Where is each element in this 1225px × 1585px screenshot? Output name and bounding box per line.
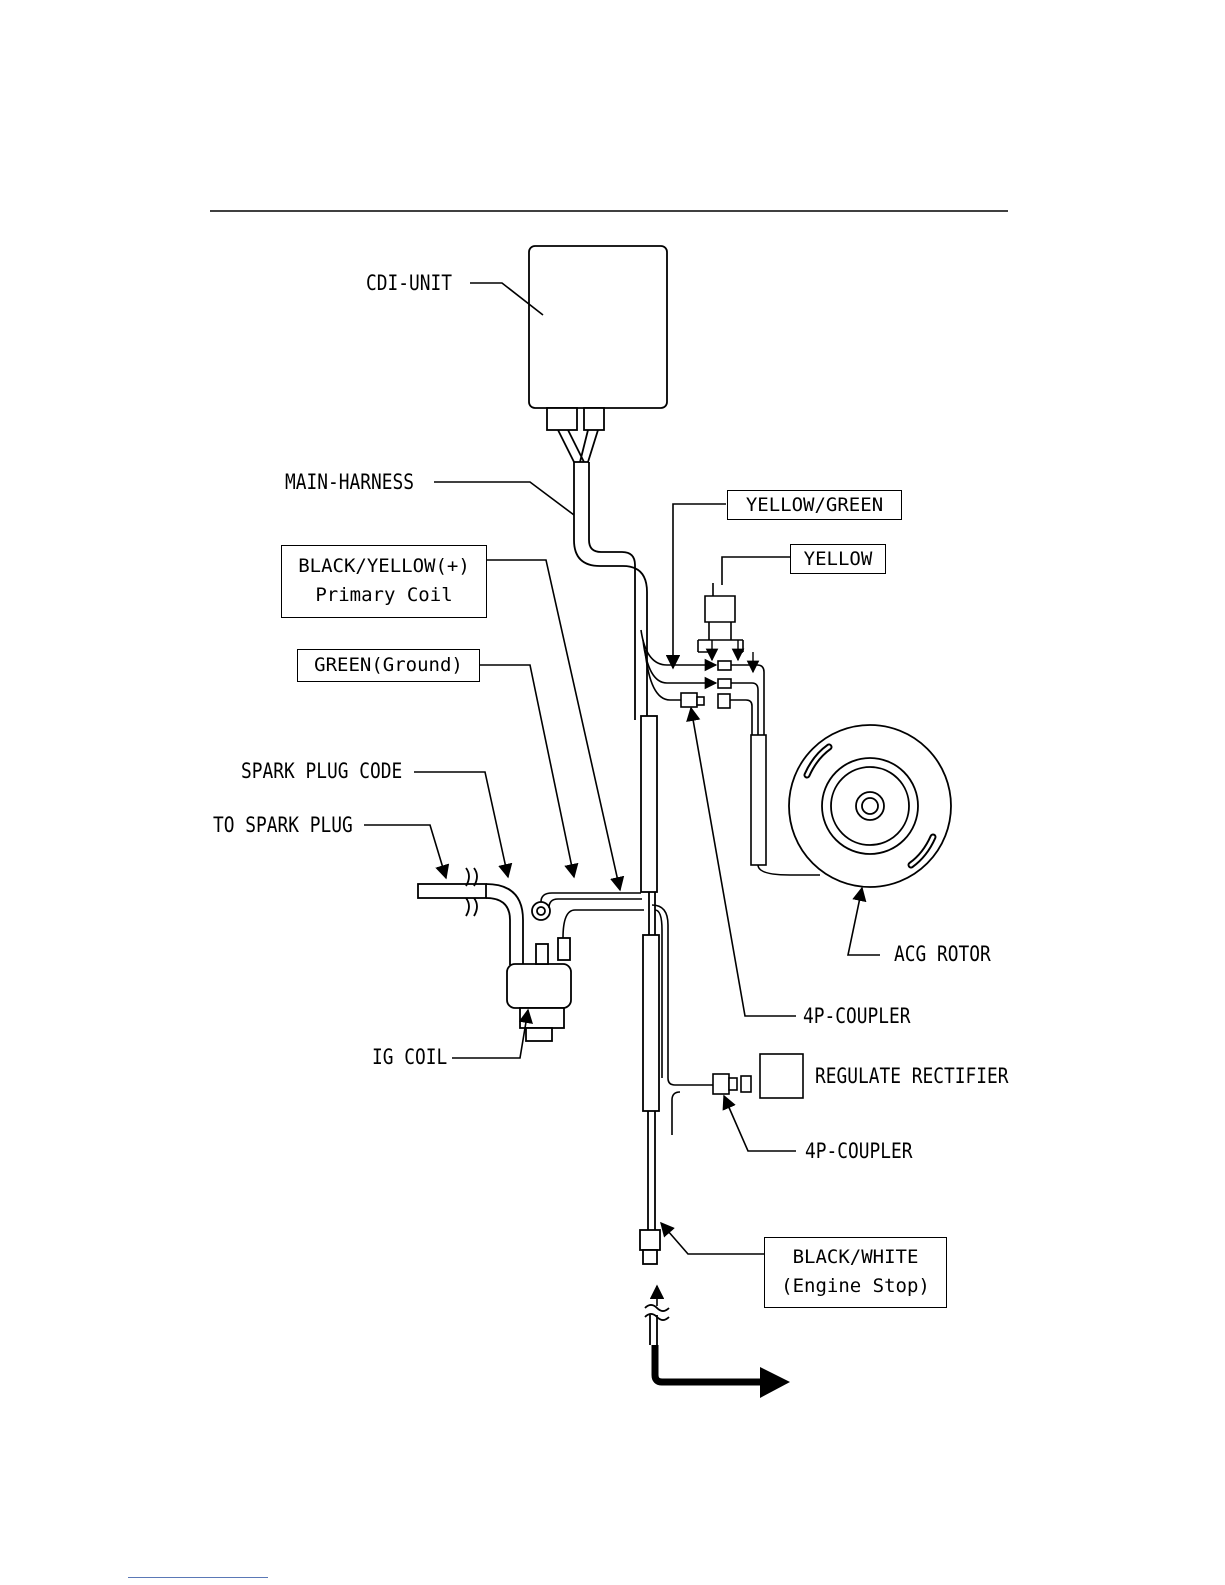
label-engine-stop: (Engine Stop) — [765, 1272, 946, 1301]
footer-rule — [128, 1577, 268, 1578]
main-harness — [574, 462, 669, 1345]
label-regulate-rectifier: REGULATE RECTIFIER — [815, 1062, 1008, 1091]
label-to-spark-plug: TO SPARK PLUG — [213, 811, 353, 840]
leader-acg-rotor — [848, 888, 880, 955]
label-spark-plug-code: SPARK PLUG CODE — [241, 757, 402, 786]
label-box-yellow-green: YELLOW/GREEN — [727, 490, 902, 520]
leader-black-yellow — [487, 560, 620, 890]
acg-rotor — [789, 725, 951, 887]
label-cdi-unit: CDI-UNIT — [366, 269, 452, 298]
label-ig-coil: IG COIL — [372, 1043, 447, 1072]
label-green-ground: GREEN(Ground) — [298, 651, 479, 680]
label-box-yellow: YELLOW — [790, 544, 886, 574]
leader-yellow — [722, 557, 790, 585]
label-black-yellow: BLACK/YELLOW(+) — [282, 552, 486, 581]
label-black-white: BLACK/WHITE — [765, 1243, 946, 1272]
label-box-black-yellow: BLACK/YELLOW(+) Primary Coil — [281, 545, 487, 618]
coil-leads — [541, 893, 644, 938]
leader-4p-upper — [691, 708, 796, 1016]
direction-arrow — [655, 1345, 770, 1382]
leader-black-white — [661, 1223, 764, 1254]
leader-to-spark-plug — [364, 825, 446, 878]
leader-4p-lower — [724, 1096, 796, 1151]
label-4p-coupler-upper: 4P-COUPLER — [803, 1002, 910, 1031]
cdi-unit — [529, 246, 667, 462]
label-yellow-green: YELLOW/GREEN — [728, 491, 901, 520]
leader-yellow-green — [673, 504, 726, 668]
leader-ig-coil — [452, 1010, 528, 1058]
label-yellow: YELLOW — [791, 545, 885, 574]
label-acg-rotor: ACG ROTOR — [894, 940, 991, 969]
leader-green — [480, 665, 574, 877]
regulate-rectifier — [652, 905, 803, 1135]
label-box-black-white: BLACK/WHITE (Engine Stop) — [764, 1237, 947, 1308]
direction-arrowhead — [760, 1367, 790, 1398]
label-main-harness: MAIN-HARNESS — [285, 468, 414, 497]
label-4p-coupler-lower: 4P-COUPLER — [805, 1137, 912, 1166]
label-primary-coil: Primary Coil — [282, 581, 486, 610]
label-box-green-ground: GREEN(Ground) — [297, 649, 480, 682]
leader-main-harness — [434, 482, 574, 515]
